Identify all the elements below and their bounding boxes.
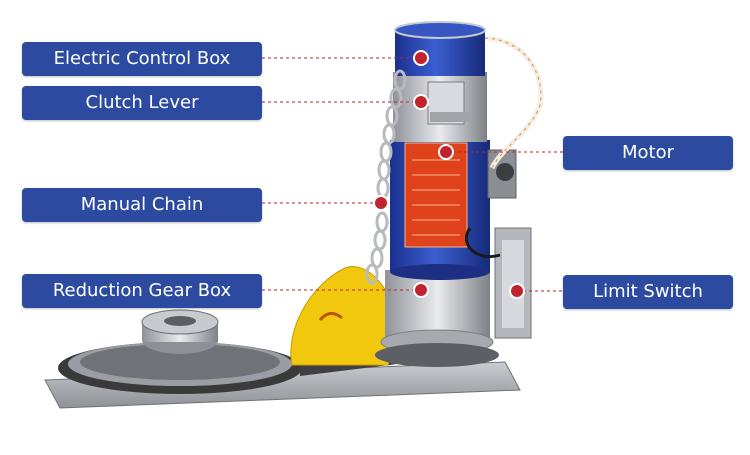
manual-chain-art: [365, 69, 407, 285]
yellow-bag: [290, 266, 395, 366]
marker-motor: [438, 144, 454, 160]
label-motor: Motor: [563, 136, 733, 170]
label-manual-chain: Manual Chain: [22, 188, 262, 222]
marker-reduction-gear-box: [413, 282, 429, 298]
motor-body: [375, 21, 544, 367]
marker-limit-switch: [509, 283, 525, 299]
sprocket: [58, 309, 470, 394]
marker-electric-control-box: [413, 50, 429, 66]
marker-clutch-lever: [413, 94, 429, 110]
label-clutch-lever: Clutch Lever: [22, 86, 262, 120]
marker-manual-chain: [373, 195, 389, 211]
markers: [373, 50, 525, 299]
label-reduction-gear-box: Reduction Gear Box: [22, 274, 262, 308]
label-electric-control-box: Electric Control Box: [22, 42, 262, 76]
label-limit-switch: Limit Switch: [563, 275, 733, 309]
